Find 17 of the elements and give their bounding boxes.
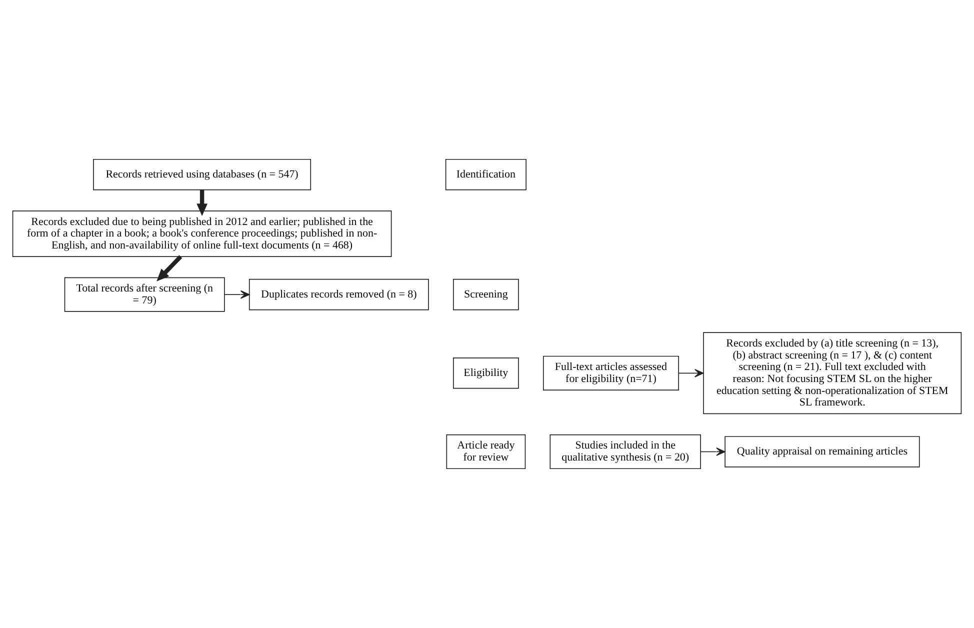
arrow [196, 190, 208, 216]
node-box: Quality appraisal on remaining articles [724, 436, 920, 468]
node-box: Records excluded due to being published in 2012 and earlier; published in the form of a chapter in a book; a book's conference proceedings; published in non-English, and non-availability of online full-text documents (n = 468) [12, 210, 392, 257]
arrow [678, 368, 704, 378]
node-box: Total records after screening (n = 79) [64, 277, 225, 312]
arrow [156, 255, 182, 282]
arrow [224, 290, 250, 299]
node-box: Records excluded by (a) title screening (n = 13), (b) abstract screening (n = 17 ), & (c) content screening (n = 21). Full text excluded with reason: Not focusing STEM SL on the higher education setting & non-operationalization of STEM SL framework. [703, 332, 962, 414]
node-box: Duplicates records removed (n = 8) [248, 278, 429, 310]
node-box: Full-text articles assessed for eligibility (n=71) [542, 356, 679, 390]
node-box: Identification [445, 158, 526, 190]
node-box: Article ready for review [446, 434, 526, 470]
arrow [700, 448, 726, 456]
node-box: Records retrieved using databases (n = 547) [93, 158, 312, 190]
node-box: Eligibility [453, 358, 519, 389]
node-box: Screening [453, 278, 519, 310]
node-box: Studies included in the qualitative synthesis (n = 20) [550, 434, 701, 470]
